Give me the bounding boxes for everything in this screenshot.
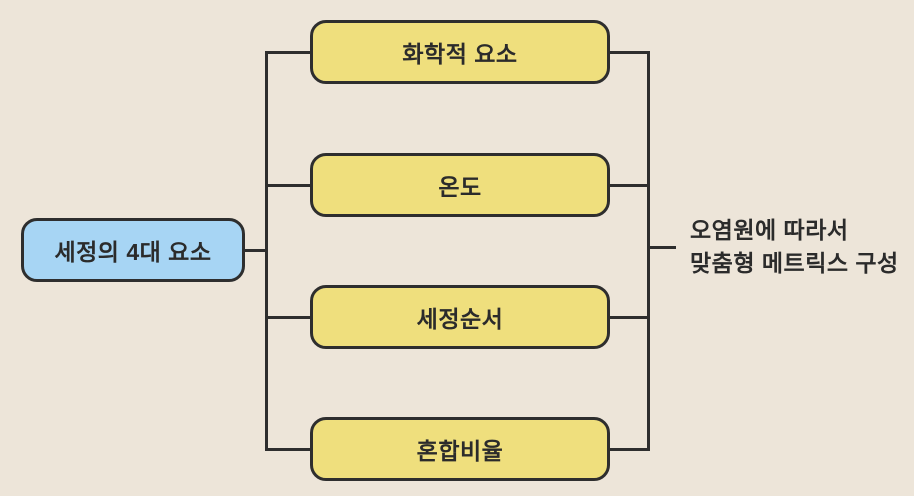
- connector-right-stub-4: [608, 447, 650, 451]
- connector-right-bus: [647, 50, 650, 451]
- connector-left-stub-1: [266, 50, 310, 54]
- connector-left-stub-3: [266, 315, 310, 319]
- child-node-label: 온도: [438, 174, 482, 200]
- child-node-box-temperature: 온도: [310, 153, 610, 217]
- child-node-label: 화학적 요소: [402, 41, 518, 67]
- child-node-box-ratio: 혼합비율: [310, 417, 610, 481]
- child-node-box-chemical: 화학적 요소: [310, 20, 610, 84]
- annotation-line-1: 오염원에 따라서: [690, 217, 849, 243]
- connector-left-stub-2: [266, 183, 310, 187]
- connector-right-stub-2: [608, 183, 650, 187]
- connector-root-stub: [245, 248, 267, 252]
- connector-right-stub-3: [608, 315, 650, 319]
- child-node-label: 세정순서: [416, 306, 504, 332]
- root-node-box: 세정의 4대 요소: [21, 218, 245, 282]
- connector-right-stub-1: [608, 50, 650, 54]
- connector-left-stub-4: [266, 447, 310, 451]
- root-node-label: 세정의 4대 요소: [54, 239, 212, 265]
- child-node-label: 혼합비율: [416, 438, 504, 464]
- annotation-line-2: 맞춤형 메트릭스 구성: [690, 250, 899, 276]
- annotation-text: 오염원에 따라서 맞춤형 메트릭스 구성: [690, 214, 899, 280]
- connector-left-bus: [265, 50, 268, 451]
- connector-annotation-stub: [648, 245, 676, 249]
- child-node-box-order: 세정순서: [310, 285, 610, 349]
